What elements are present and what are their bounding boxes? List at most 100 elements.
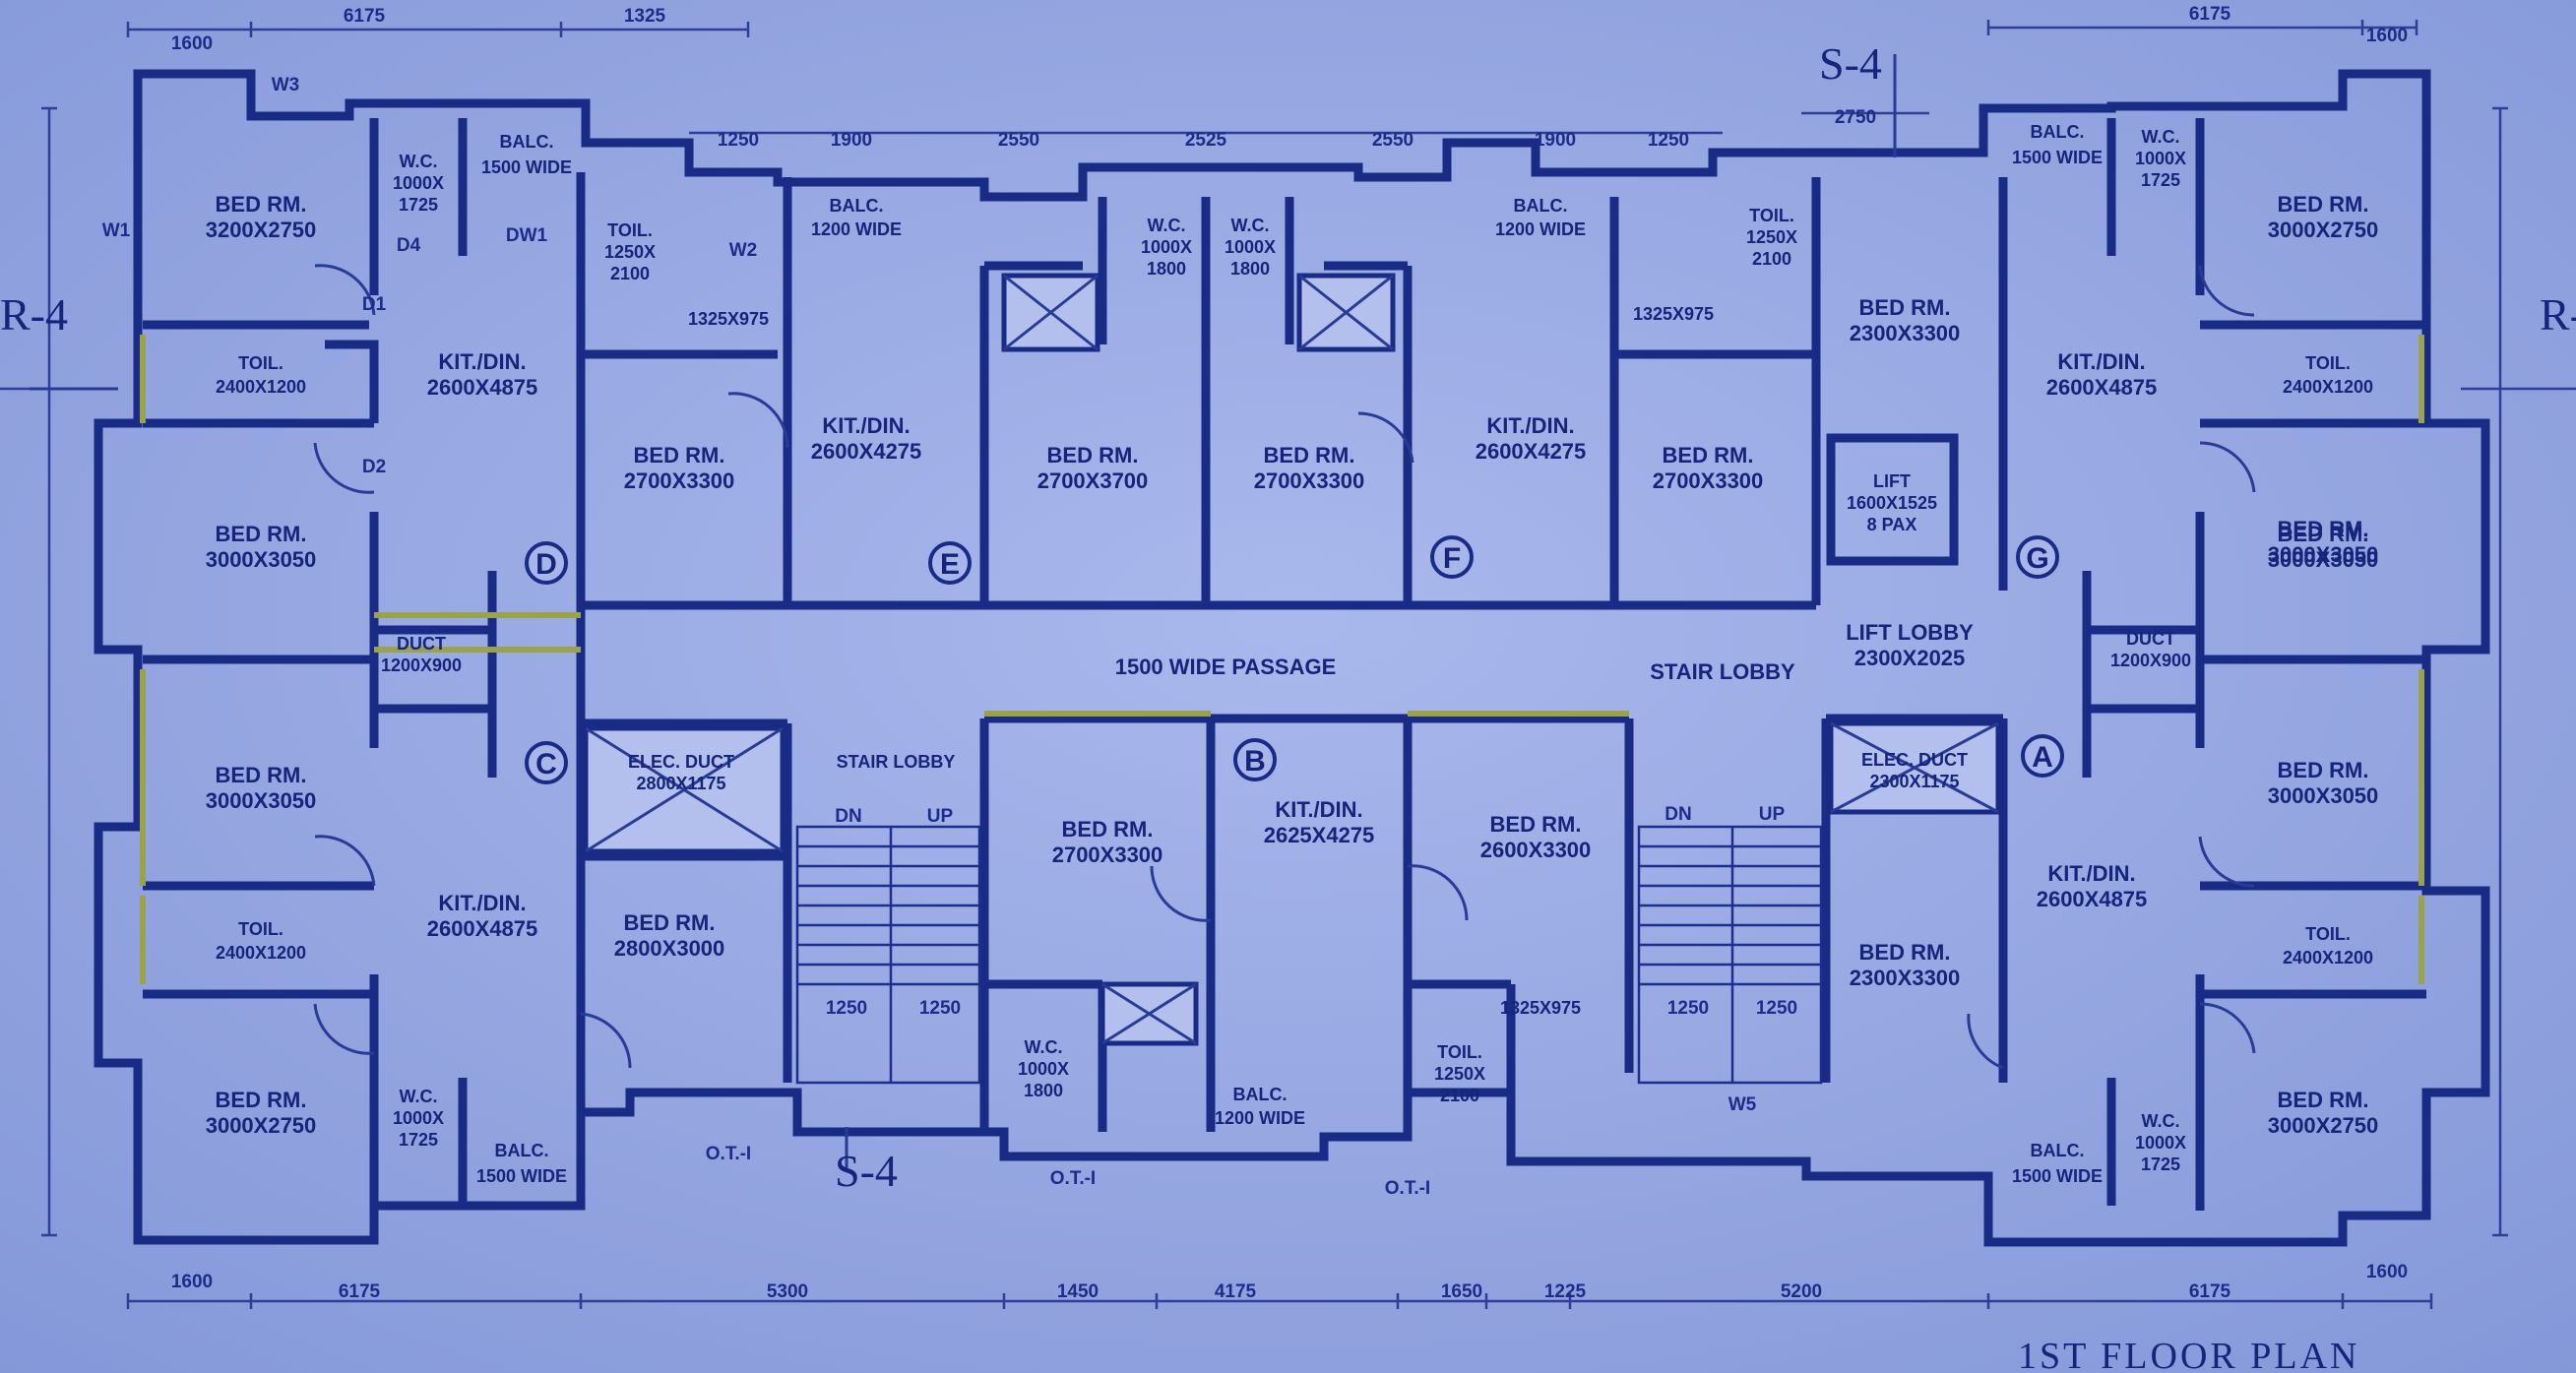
room-label: BED RM.3000X2750 xyxy=(206,1088,317,1138)
room-label: BALC.1500 WIDE xyxy=(476,1141,567,1186)
room-label: BED RM.3000X2750 xyxy=(2268,1088,2379,1138)
svg-text:UP: UP xyxy=(1759,804,1786,825)
room-label: 1325X975 xyxy=(1500,998,1581,1018)
room-label: BALC.1500 WIDE xyxy=(481,132,572,177)
wall-outlines xyxy=(94,69,2490,1247)
flat-tag-e: E xyxy=(928,541,972,585)
svg-text:1250: 1250 xyxy=(826,998,867,1019)
svg-text:1450: 1450 xyxy=(1057,1281,1099,1302)
duct-boxes xyxy=(583,273,2001,1046)
svg-text:S-4: S-4 xyxy=(835,1146,898,1196)
room-label: BED RM.2700X3300 xyxy=(1653,443,1764,493)
room-label: BED RM.2700X3700 xyxy=(1037,443,1149,493)
svg-text:W2: W2 xyxy=(729,240,758,261)
door-swings xyxy=(313,264,2256,1070)
svg-text:6175: 6175 xyxy=(2189,4,2231,25)
room-label: KIT./DIN.2625X4275 xyxy=(1264,797,1375,847)
svg-text:1600: 1600 xyxy=(2366,1262,2408,1282)
svg-text:S-4: S-4 xyxy=(1819,38,1882,89)
svg-text:6175: 6175 xyxy=(2189,1281,2231,1302)
room-label: BALC.1500 WIDE xyxy=(2012,122,2103,167)
svg-text:UP: UP xyxy=(927,806,954,827)
svg-text:A: A xyxy=(2032,741,2053,774)
svg-text:F: F xyxy=(1443,542,1461,575)
dimension-lines xyxy=(0,20,2576,1309)
room-label: BED RM.2700X3300 xyxy=(624,443,735,493)
flat-tag-g: G xyxy=(2016,535,2059,579)
room-label: 1325X975 xyxy=(1633,304,1714,324)
room-label: STAIR LOBBY xyxy=(1650,659,1795,684)
svg-text:1650: 1650 xyxy=(1441,1281,1482,1302)
room-label: BED RM.2700X3300 xyxy=(1254,443,1365,493)
svg-text:D4: D4 xyxy=(397,235,421,256)
door-window-tags: D1 D2 D4 DW1 W1 W2 W3 W5 O.T.-I O.T.-I O… xyxy=(102,75,1797,1199)
svg-text:1325: 1325 xyxy=(624,6,666,27)
room-label: KIT./DIN.2600X4275 xyxy=(1476,413,1587,464)
section-marks: S-4 S-4 R-4 R-4 xyxy=(0,38,2576,1196)
room-label: KIT./DIN.2600X4875 xyxy=(427,349,538,400)
room-label: BED RM.3000X3050 xyxy=(206,522,317,572)
svg-text:1900: 1900 xyxy=(831,130,872,151)
svg-text:5200: 5200 xyxy=(1781,1281,1822,1302)
svg-text:1900: 1900 xyxy=(1535,130,1576,151)
room-label: BALC.1200 WIDE xyxy=(811,196,902,239)
room-label: TOIL.2400X1200 xyxy=(2283,353,2373,397)
svg-text:1600: 1600 xyxy=(2366,26,2408,46)
corridor-label: 1500 WIDE PASSAGE xyxy=(1115,655,1337,679)
svg-text:1250: 1250 xyxy=(1667,998,1709,1019)
svg-text:6175: 6175 xyxy=(339,1281,381,1302)
svg-text:1250: 1250 xyxy=(1756,998,1797,1019)
room-label: 1325X975 xyxy=(688,309,769,329)
svg-text:1225: 1225 xyxy=(1544,1281,1587,1302)
svg-text:W1: W1 xyxy=(102,220,131,241)
bottom-dimension-labels: 1600 6175 5300 1450 4175 1650 1225 5200 … xyxy=(171,1262,2408,1302)
svg-text:1250: 1250 xyxy=(919,998,961,1019)
room-label: BED RM.2300X3300 xyxy=(1850,295,1961,345)
top-dimension-labels: 1600 6175 1325 1250 1900 2550 2525 2550 … xyxy=(171,4,2408,151)
svg-text:5300: 5300 xyxy=(767,1281,808,1302)
svg-text:D1: D1 xyxy=(362,294,387,315)
flat-tags: A C D E F G B xyxy=(525,535,2064,784)
svg-text:D: D xyxy=(535,548,557,581)
svg-text:C: C xyxy=(535,748,557,780)
svg-text:1250: 1250 xyxy=(718,130,759,151)
svg-text:O.T.-I: O.T.-I xyxy=(1385,1178,1430,1199)
room-label: BALC.1200 WIDE xyxy=(1495,196,1586,239)
svg-text:E: E xyxy=(940,548,960,581)
room-label: BED RM.3000X3050 xyxy=(2268,517,2379,567)
room-label: BALC.1500 WIDE xyxy=(2012,1141,2103,1186)
room-label: BED RM.3000X3050 xyxy=(206,763,317,813)
svg-text:B: B xyxy=(1244,745,1266,778)
room-label: BED RM.3000X3050 xyxy=(2268,758,2379,808)
room-label: BED RM.2300X3300 xyxy=(1850,940,1961,990)
svg-text:D2: D2 xyxy=(362,457,386,477)
svg-text:1600: 1600 xyxy=(171,33,213,54)
svg-text:2525: 2525 xyxy=(1185,130,1227,151)
svg-text:DN: DN xyxy=(835,806,861,827)
svg-text:2550: 2550 xyxy=(1372,130,1414,151)
svg-text:6175: 6175 xyxy=(344,6,386,27)
svg-text:R-4: R-4 xyxy=(0,289,68,340)
svg-text:1600: 1600 xyxy=(171,1272,213,1292)
room-label: STAIR LOBBY xyxy=(837,752,956,772)
room-label: TOIL.2400X1200 xyxy=(2283,924,2373,967)
room-label: BED RM.2600X3300 xyxy=(1480,812,1592,862)
drawing-title: 1ST FLOOR PLAN xyxy=(2018,1336,2359,1373)
svg-text:2750: 2750 xyxy=(1835,107,1876,128)
room-label: BALC.1200 WIDE xyxy=(1215,1085,1305,1128)
room-label: KIT./DIN.2600X4275 xyxy=(811,413,922,464)
